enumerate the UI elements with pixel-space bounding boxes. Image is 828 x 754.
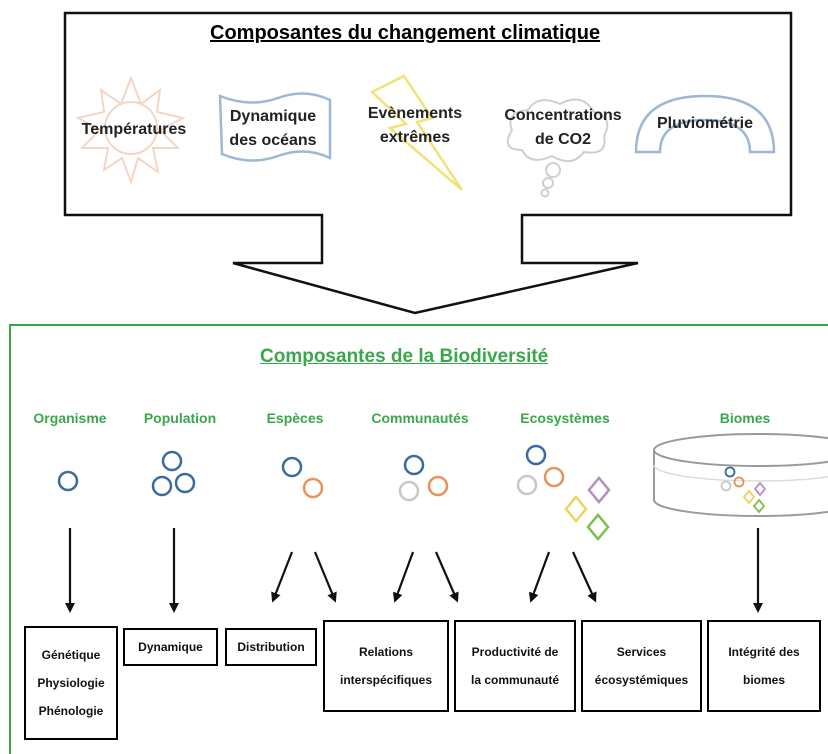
- level-population: Population: [143, 410, 217, 426]
- population-icon: [151, 450, 196, 497]
- biome-icon: [653, 433, 828, 517]
- organism-icon: [57, 470, 79, 492]
- outcome-genetics-physiology-phenology: Génétique Physiologie Phénologie: [24, 626, 118, 740]
- climate-panel-arrow: [63, 11, 793, 315]
- level-communities: Communautés: [371, 410, 469, 426]
- outcome-ecosystem-services: Services écosystémiques: [581, 620, 702, 712]
- biodiversity-title: Composantes de la Biodiversité: [260, 346, 549, 367]
- outcome-interspecific-relations: Relations interspécifiques: [323, 620, 449, 712]
- outcome-dynamics: Dynamique: [123, 628, 218, 666]
- rainbow-icon: [634, 94, 776, 154]
- level-biomes: Biomes: [719, 410, 771, 426]
- ocean-wave-icon: [218, 92, 332, 162]
- outcome-community-productivity: Productivité de la communauté: [454, 620, 576, 712]
- level-organism: Organisme: [33, 410, 107, 426]
- community-icon: [398, 454, 449, 502]
- ecosystem-icon: [516, 444, 611, 541]
- outcome-biome-integrity: Intégrité des biomes: [707, 620, 821, 712]
- climate-title: Composantes du changement climatique: [210, 22, 601, 44]
- level-species: Espèces: [266, 410, 324, 426]
- lightning-icon: [369, 74, 464, 191]
- thought-cloud-icon: [506, 98, 609, 198]
- climate-label-temperatures: Températures: [81, 121, 187, 138]
- arrows: [65, 528, 763, 613]
- biodiversity-panel: [9, 324, 828, 754]
- sun-icon: [75, 75, 186, 186]
- species-icon: [281, 456, 324, 499]
- climate-label-ocean-dynamics: Dynamique des océans: [229, 108, 317, 149]
- outcome-distribution: Distribution: [225, 628, 317, 666]
- climate-label-rainfall: Pluviométrie: [656, 115, 754, 132]
- level-ecosystems: Ecosystèmes: [520, 410, 610, 426]
- climate-label-co2-concentrations: Concentrations de CO2: [504, 107, 622, 148]
- climate-label-extreme-events: Evènements extrêmes: [367, 105, 463, 146]
